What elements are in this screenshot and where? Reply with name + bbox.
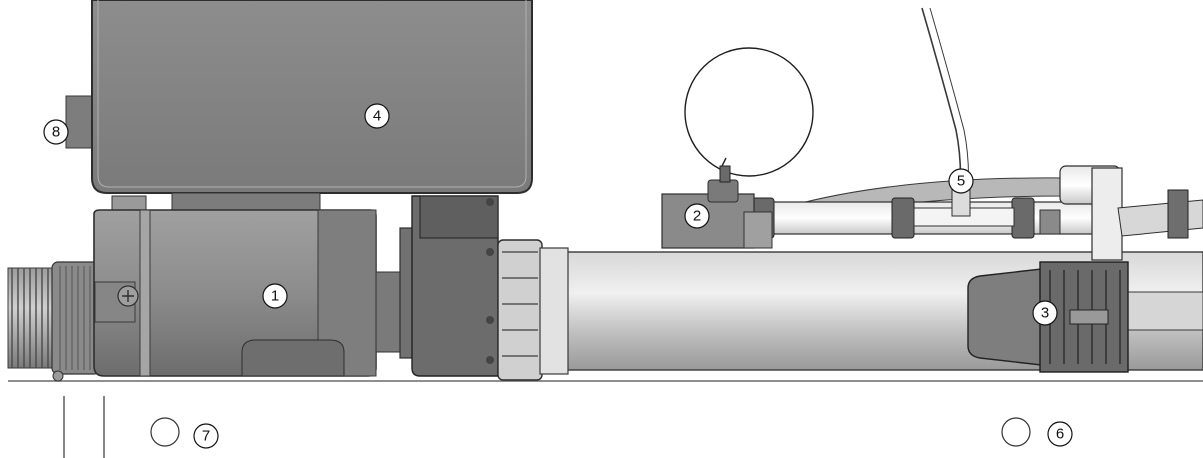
control-box-icon — [65, 0, 533, 194]
flex-hose-icon — [7, 261, 101, 382]
callout-1: 1 — [262, 283, 288, 309]
callout-6: 6 — [1047, 421, 1073, 447]
return-plumbing — [739, 165, 1203, 261]
callout-8: 8 — [43, 119, 69, 145]
callout-7: 7 — [193, 423, 219, 449]
callout-1-label: 1 — [271, 288, 279, 305]
callout-4-label: 4 — [373, 108, 381, 125]
callout-3-label: 3 — [1041, 305, 1049, 322]
air-blower-icon — [967, 261, 1203, 373]
callout-2: 2 — [684, 203, 710, 229]
motor-icon — [93, 192, 403, 377]
terminal-marks — [63, 396, 1031, 458]
callout-6-label: 6 — [1056, 426, 1064, 443]
ozone-injector-icon — [913, 7, 1015, 227]
callout-8-label: 8 — [52, 124, 60, 141]
pump-icon — [399, 195, 527, 377]
callout-5-label: 5 — [957, 173, 965, 190]
callout-4: 4 — [364, 103, 390, 129]
callout-2-label: 2 — [693, 208, 701, 225]
callout-3: 3 — [1032, 300, 1058, 326]
callout-7-label: 7 — [202, 428, 210, 445]
callout-5: 5 — [948, 168, 974, 194]
